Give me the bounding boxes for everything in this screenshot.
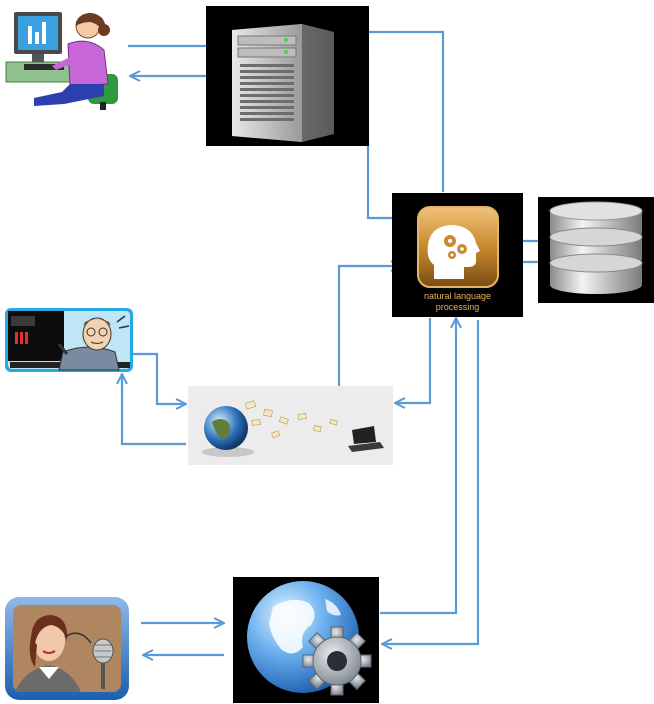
database-node	[538, 197, 654, 303]
web-service-node	[233, 577, 379, 703]
arrow-presenter-to-messaging	[132, 352, 186, 404]
nlp-caption-line2: processing	[436, 302, 480, 312]
arrow-messaging-to-presenter	[122, 374, 186, 446]
speaker-node	[5, 597, 129, 700]
messaging-node	[188, 386, 393, 465]
globe-gear-icon	[247, 581, 372, 696]
server-node	[206, 6, 369, 146]
arrow-web-to-nlp	[380, 318, 456, 615]
arrow-nlp-to-server	[338, 32, 445, 192]
presenter-icon	[5, 308, 133, 372]
nlp-brain-gears-icon: natural language processing	[417, 206, 499, 312]
arrow-nlp-to-web	[382, 320, 480, 644]
nlp-caption-line1: natural language	[424, 291, 491, 301]
nlp-node: natural language processing	[392, 193, 523, 317]
presenter-node	[5, 308, 133, 372]
server-icon	[232, 24, 334, 142]
database-icon	[549, 201, 643, 294]
arrow-nlp-to-messaging	[395, 318, 432, 403]
globe-to-laptop-messages-icon	[202, 400, 384, 457]
arrow-messaging-to-nlp	[337, 266, 401, 386]
speaker-with-microphone-icon	[5, 597, 129, 700]
user-at-computer-node	[4, 4, 126, 112]
user-at-computer-icon	[5, 12, 118, 110]
